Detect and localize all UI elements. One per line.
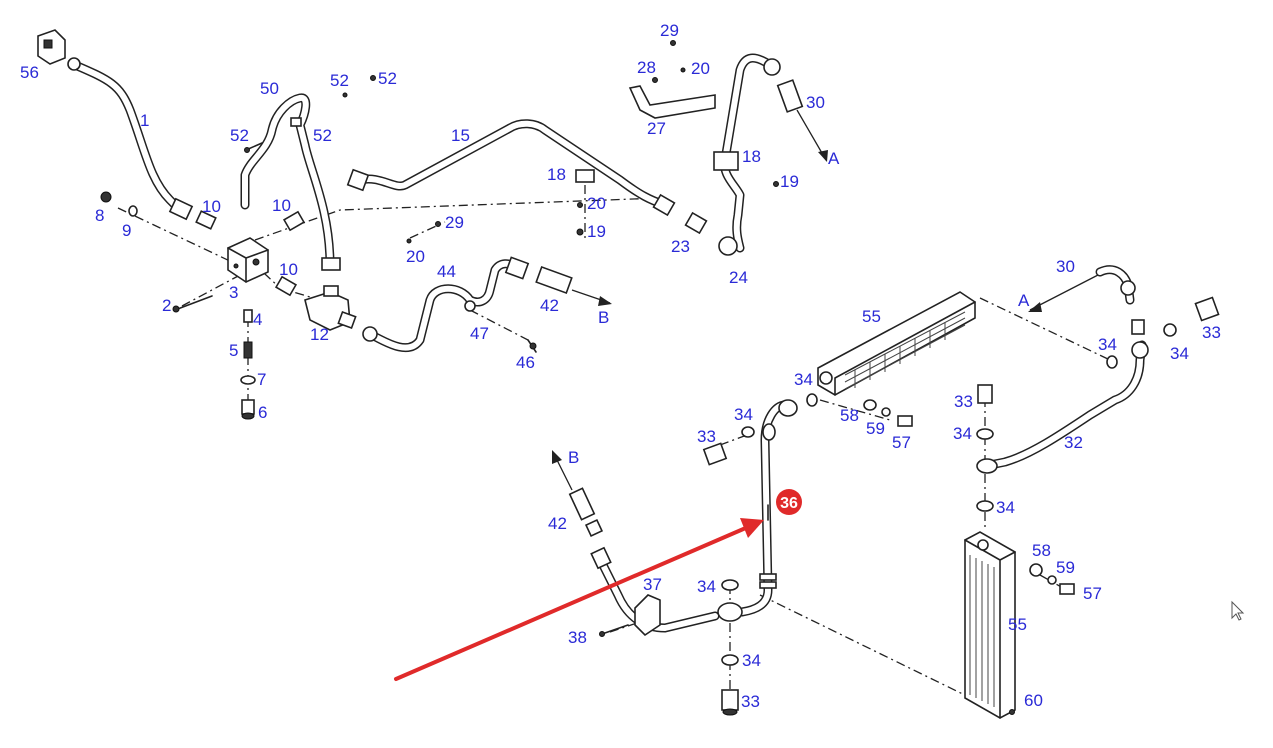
callout-19: 19 [587,222,606,241]
callout-57: 57 [892,433,911,452]
direction-a: A [828,149,840,168]
callout-56: 56 [20,63,39,82]
callout-50: 50 [260,79,279,98]
callout-46: 46 [516,353,535,372]
callout-33: 33 [954,392,973,411]
callout-28: 28 [637,58,656,77]
callout-5: 5 [229,341,238,360]
callout-34: 34 [697,577,716,596]
callout-57: 57 [1083,584,1102,603]
callout-42: 42 [540,296,559,315]
callout-20: 20 [587,194,606,213]
direction-b: B [568,448,579,467]
pipe-44[interactable] [367,259,520,353]
pipe-36[interactable] [737,400,790,617]
pipe-50[interactable] [240,93,335,270]
callout-42: 42 [548,514,567,533]
callout-9: 9 [122,221,131,240]
callout-55: 55 [1008,615,1027,634]
pipe-32[interactable] [985,340,1147,470]
callout-30: 30 [806,93,825,112]
callout-47: 47 [470,324,489,343]
callout-58: 58 [840,406,859,425]
callout-3: 3 [229,283,238,302]
callout-27: 27 [647,119,666,138]
callout-32: 32 [1064,433,1083,452]
callout-59: 59 [866,419,885,438]
callout-29: 29 [660,21,679,40]
callout-19: 19 [780,172,799,191]
callout-7: 7 [257,370,266,389]
callout-labels: 56 1 50 52 52 52 52 15 29 28 20 30 27 18… [20,21,1221,711]
callout-52: 52 [378,69,397,88]
callout-59: 59 [1056,558,1075,577]
callout-4: 4 [253,310,262,329]
callout-10: 10 [279,260,298,279]
callout-20: 20 [691,59,710,78]
red-pointer-arrow [394,518,764,681]
callout-34: 34 [1098,335,1117,354]
callout-29: 29 [445,213,464,232]
callout-34: 34 [1170,344,1189,363]
callout-34: 34 [742,651,761,670]
callout-34: 34 [794,370,813,389]
callout-2: 2 [162,296,171,315]
direction-b: B [598,308,609,327]
callout-33: 33 [741,692,760,711]
callout-18: 18 [547,165,566,184]
callout-52: 52 [230,126,249,145]
mouse-cursor-icon [1231,600,1245,621]
callout-8: 8 [95,206,104,225]
callout-33: 33 [1202,323,1221,342]
pipe-1[interactable] [70,60,187,217]
callout-38: 38 [568,628,587,647]
callout-37: 37 [643,575,662,594]
callout-20: 20 [406,247,425,266]
pipe-15[interactable] [355,119,670,210]
callout-12: 12 [310,325,329,344]
callout-34: 34 [734,405,753,424]
callout-10: 10 [202,197,221,216]
callout-1: 1 [140,111,149,130]
direction-a: A [1018,291,1030,310]
callout-24: 24 [729,268,748,287]
callout-34: 34 [953,424,972,443]
callout-30: 30 [1056,257,1075,276]
callout-18: 18 [742,147,761,166]
callout-52: 52 [313,126,332,145]
callout-23: 23 [671,237,690,256]
callout-60: 60 [1024,691,1043,710]
pipe-upper-right[interactable] [720,53,775,253]
callout-15: 15 [451,126,470,145]
fittings [37,29,1220,719]
callout-33: 33 [697,427,716,446]
callout-52: 52 [330,71,349,90]
callout-34: 34 [996,498,1015,517]
callout-6: 6 [258,403,267,422]
callout-44: 44 [437,262,456,281]
highlight-marker-36[interactable]: 36 [776,489,802,515]
callout-58: 58 [1032,541,1051,560]
callout-55: 55 [862,307,881,326]
callout-10: 10 [272,196,291,215]
highlight-label: 36 [780,495,798,512]
